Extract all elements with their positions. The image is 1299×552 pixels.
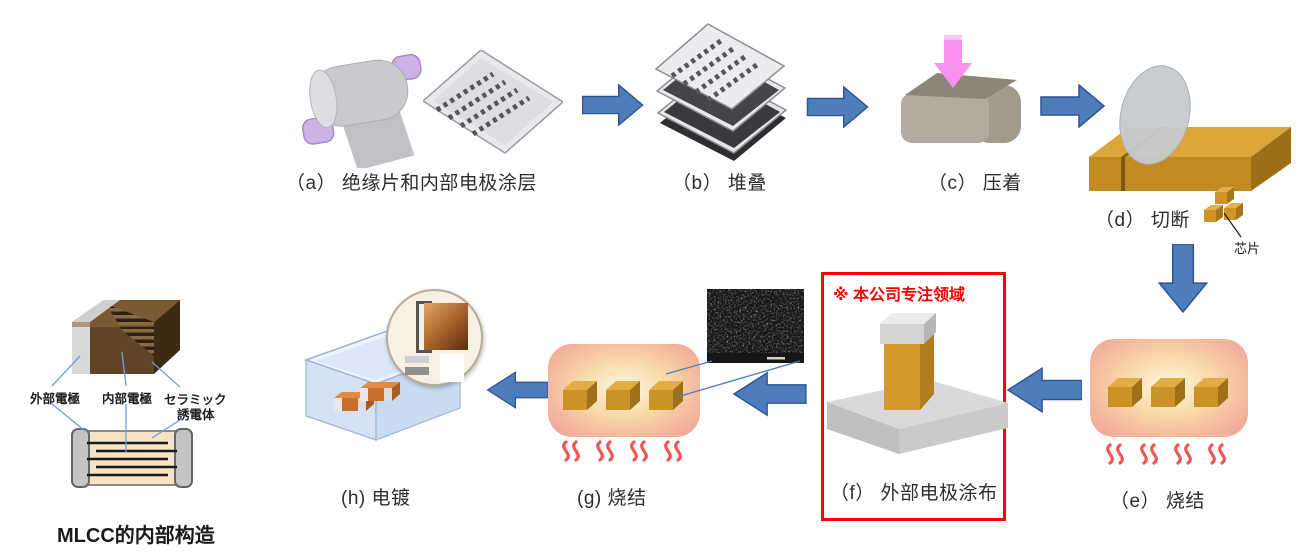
pressing-block-graphic bbox=[901, 35, 1021, 143]
outer-electrode-label: 外部電極 bbox=[30, 392, 81, 406]
ceramic-dielectric-label-line1: セラミック bbox=[164, 393, 227, 407]
step-c-label: （c） 压着 bbox=[928, 173, 1022, 194]
plated-chip-magnifier bbox=[386, 289, 483, 386]
step-h-label: (h) 电镀 bbox=[341, 488, 411, 509]
insulation-roll-graphic bbox=[302, 54, 422, 168]
step-f-label: （f） 外部电极涂布 bbox=[830, 483, 998, 504]
step-e-label: （e） 烧结 bbox=[1110, 491, 1205, 512]
step-g-label: (g) 烧结 bbox=[577, 488, 647, 509]
gold-cube-icon bbox=[606, 380, 640, 410]
bracket-graphic bbox=[416, 301, 432, 353]
arrow-left-icon bbox=[1006, 366, 1082, 414]
arrow-right-icon bbox=[1040, 84, 1106, 128]
chip-annotation: 芯片 bbox=[1234, 241, 1261, 256]
printed-sheet-graphic bbox=[423, 50, 563, 154]
sem-micrograph-image bbox=[707, 289, 804, 363]
gold-cube-icon bbox=[1151, 378, 1185, 407]
chip-pile-graphic bbox=[1204, 187, 1243, 222]
bar-graphic bbox=[405, 356, 429, 363]
bar-graphic bbox=[405, 367, 429, 375]
sintering-oven-e bbox=[1090, 339, 1248, 437]
arrow-left-icon bbox=[486, 371, 548, 409]
sintering-oven-g bbox=[548, 344, 700, 437]
electrode-coating-graphic bbox=[827, 313, 1008, 454]
step-d-label: （d） 切断 bbox=[1095, 210, 1190, 231]
arrow-left-icon bbox=[732, 371, 807, 417]
arrow-right-icon bbox=[806, 86, 869, 128]
bar-graphic bbox=[440, 354, 464, 382]
heat-waves-icon bbox=[1106, 443, 1226, 465]
left-panel-caption: MLCC的内部构造 bbox=[57, 525, 215, 547]
step-b-label: （b） 堆叠 bbox=[672, 173, 767, 194]
gold-cube-icon bbox=[649, 380, 683, 410]
gold-cube-icon bbox=[1108, 378, 1142, 407]
step-a-label: （a） 绝缘片和内部电极涂层 bbox=[286, 173, 537, 194]
arrow-right-icon bbox=[582, 84, 644, 126]
cutting-graphic bbox=[1089, 65, 1291, 191]
heat-waves-icon bbox=[562, 440, 682, 462]
focus-highlight-box bbox=[821, 272, 1006, 521]
focus-annotation: ※ 本公司专注领域 bbox=[833, 287, 966, 304]
gold-cube-icon bbox=[1194, 378, 1228, 407]
ceramic-dielectric-label-line2: 誘電体 bbox=[177, 408, 215, 422]
mlcc-cross-section-graphic bbox=[71, 428, 193, 488]
inner-electrode-label: 内部電極 bbox=[102, 392, 153, 406]
arrow-down-icon bbox=[1158, 244, 1208, 314]
stacked-sheets-graphic bbox=[654, 23, 788, 161]
gold-cube-icon bbox=[563, 380, 597, 410]
plated-chip-graphic bbox=[424, 303, 468, 350]
mlcc-photo-graphic bbox=[72, 300, 180, 374]
